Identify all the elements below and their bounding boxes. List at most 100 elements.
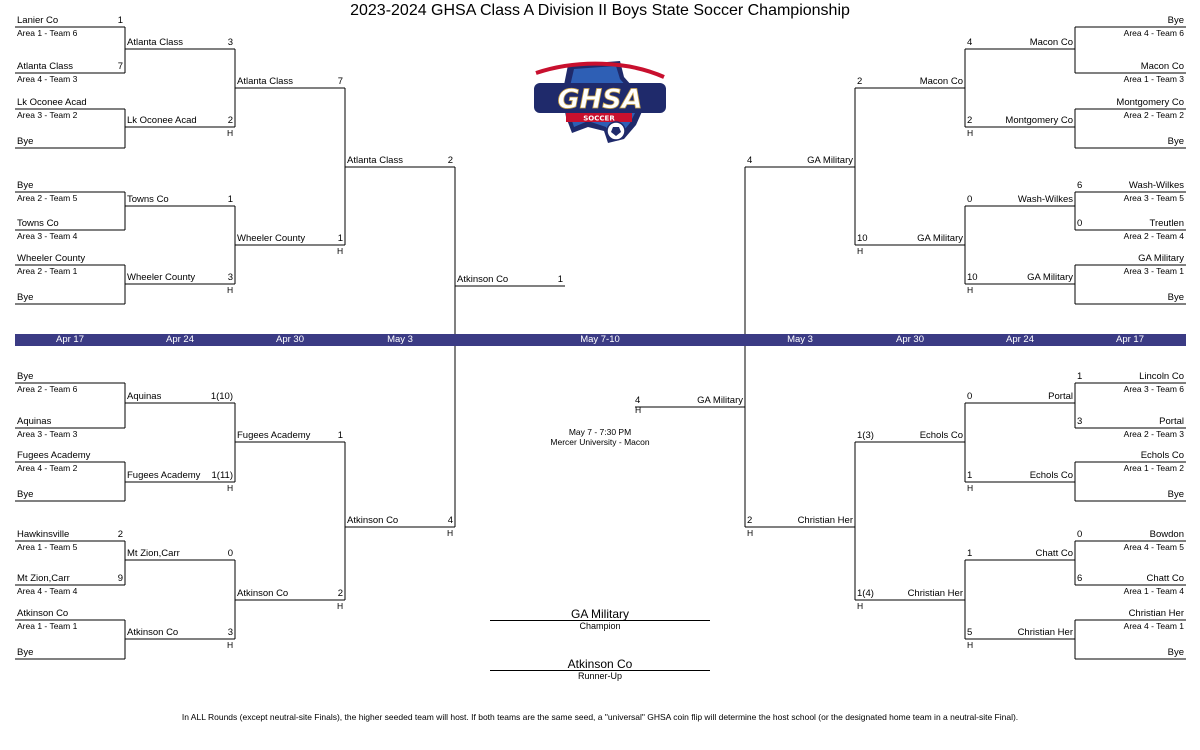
round3-team: Echols Co [919,430,963,441]
round2-team: Wheeler County [127,272,196,283]
entry-seed: Area 4 - Team 5 [1123,542,1184,552]
entry-name: Christian Her [1128,608,1184,619]
round-date: May 7-10 [580,334,620,345]
round3-team: Macon Co [919,76,963,87]
entry-name: Mt Zion,Carr [17,573,70,584]
round2-score: 3 [227,272,233,283]
round2-score: 1(10) [210,391,233,402]
entry-name: Fugees Academy [17,450,91,461]
entry-seed: Area 3 - Team 2 [17,110,78,120]
entry-name: Towns Co [17,218,59,229]
semifinal-score: 2 [747,515,753,526]
semifinal-team: Christian Her [797,515,853,526]
host-marker: H [227,483,234,493]
entry-score: 9 [117,573,123,584]
entry-name: Bye [1167,489,1184,500]
round3-team: GA Military [917,233,963,244]
round2-score: 3 [227,627,233,638]
entry-seed: Area 2 - Team 1 [17,266,78,276]
round3-team: Atkinson Co [237,588,289,599]
champion-name: GA Military [570,607,629,621]
entry-name: GA Military [1138,253,1184,264]
finalist-score: 4 [635,395,641,406]
host-marker: H [967,285,974,295]
host-marker: H [227,128,234,138]
runner-up-name: Atkinson Co [567,657,633,671]
host-marker: H [857,601,864,611]
entry-name: Bye [17,371,34,382]
round3-score: 1(4) [857,588,874,599]
runner-up-line [490,670,710,671]
host-marker: H [337,246,344,256]
round2-score: 5 [967,627,973,638]
round2-team: Montgomery Co [1005,115,1073,126]
host-rules-footnote: In ALL Rounds (except neutral-site Final… [181,712,1019,722]
runner-up-label: Runner-Up [577,671,623,681]
round2-team: Towns Co [127,194,169,205]
round2-score: 2 [227,115,233,126]
entry-score: 6 [1077,180,1083,191]
round3-team: Fugees Academy [237,430,311,441]
host-marker: H [967,483,974,493]
entry-seed: Area 2 - Team 3 [1123,429,1184,439]
entry-name: Bye [17,489,34,500]
round-date: Apr 30 [276,334,304,345]
entry-name: Lk Oconee Acad [17,97,87,108]
entry-seed: Area 1 - Team 6 [17,28,78,38]
round2-team: Echols Co [1029,470,1073,481]
entry-score: 3 [1077,416,1083,427]
semifinal-team: GA Military [807,155,853,166]
host-marker: H [857,246,864,256]
entry-name: Bowdon [1149,529,1184,540]
entry-name: Treutlen [1149,218,1185,229]
entry-seed: Area 4 - Team 4 [17,586,78,596]
entry-name: Lanier Co [17,15,59,26]
round2-team: Christian Her [1017,627,1073,638]
round-date: May 3 [787,334,813,345]
logo-subtitle: SOCCER [583,115,615,123]
entry-name: Chatt Co [1146,573,1185,584]
entry-seed: Area 2 - Team 4 [1123,231,1184,241]
logo-wordmark: GHSA [557,84,642,115]
entry-seed: Area 4 - Team 6 [1123,28,1184,38]
entry-name: Bye [17,647,34,658]
finalist-score: 1 [557,274,563,285]
host-marker: H [967,128,974,138]
semifinal-team: Atlanta Class [347,155,403,166]
entry-score: 6 [1077,573,1083,584]
semifinal-score: 2 [447,155,453,166]
round-date: May 3 [387,334,413,345]
round2-team: Lk Oconee Acad [127,115,197,126]
round2-score: 1(11) [211,470,233,481]
round2-score: 1 [227,194,233,205]
round3-score: 7 [337,76,343,87]
round2-score: 1 [967,470,973,481]
round-date: Apr 17 [56,334,84,345]
round3-team: Christian Her [907,588,963,599]
entry-name: Wheeler County [17,253,86,264]
semifinal-team: Atkinson Co [347,515,399,526]
entry-seed: Area 3 - Team 1 [1123,266,1184,276]
champion-label: Champion [579,621,621,631]
entry-seed: Area 4 - Team 3 [17,74,78,84]
round2-score: 3 [227,37,233,48]
entry-seed: Area 3 - Team 4 [17,231,78,241]
entry-seed: Area 1 - Team 2 [1123,463,1184,473]
semifinal-score: 4 [447,515,453,526]
round2-score: 0 [967,194,973,205]
round2-team: Chatt Co [1035,548,1074,559]
host-marker: H [747,528,754,538]
entry-name: Atkinson Co [17,608,69,619]
entry-name: Macon Co [1140,61,1184,72]
finalist-team: Atkinson Co [457,274,509,285]
entry-seed: Area 3 - Team 5 [1123,193,1184,203]
entry-seed: Area 2 - Team 6 [17,384,78,394]
entry-name: Bye [17,180,34,191]
entry-seed: Area 1 - Team 1 [17,621,78,631]
page-title: 2023-2024 GHSA Class A Division II Boys … [350,2,850,19]
entry-seed: Area 3 - Team 3 [17,429,78,439]
round3-score: 2 [337,588,343,599]
entry-score: 2 [117,529,123,540]
